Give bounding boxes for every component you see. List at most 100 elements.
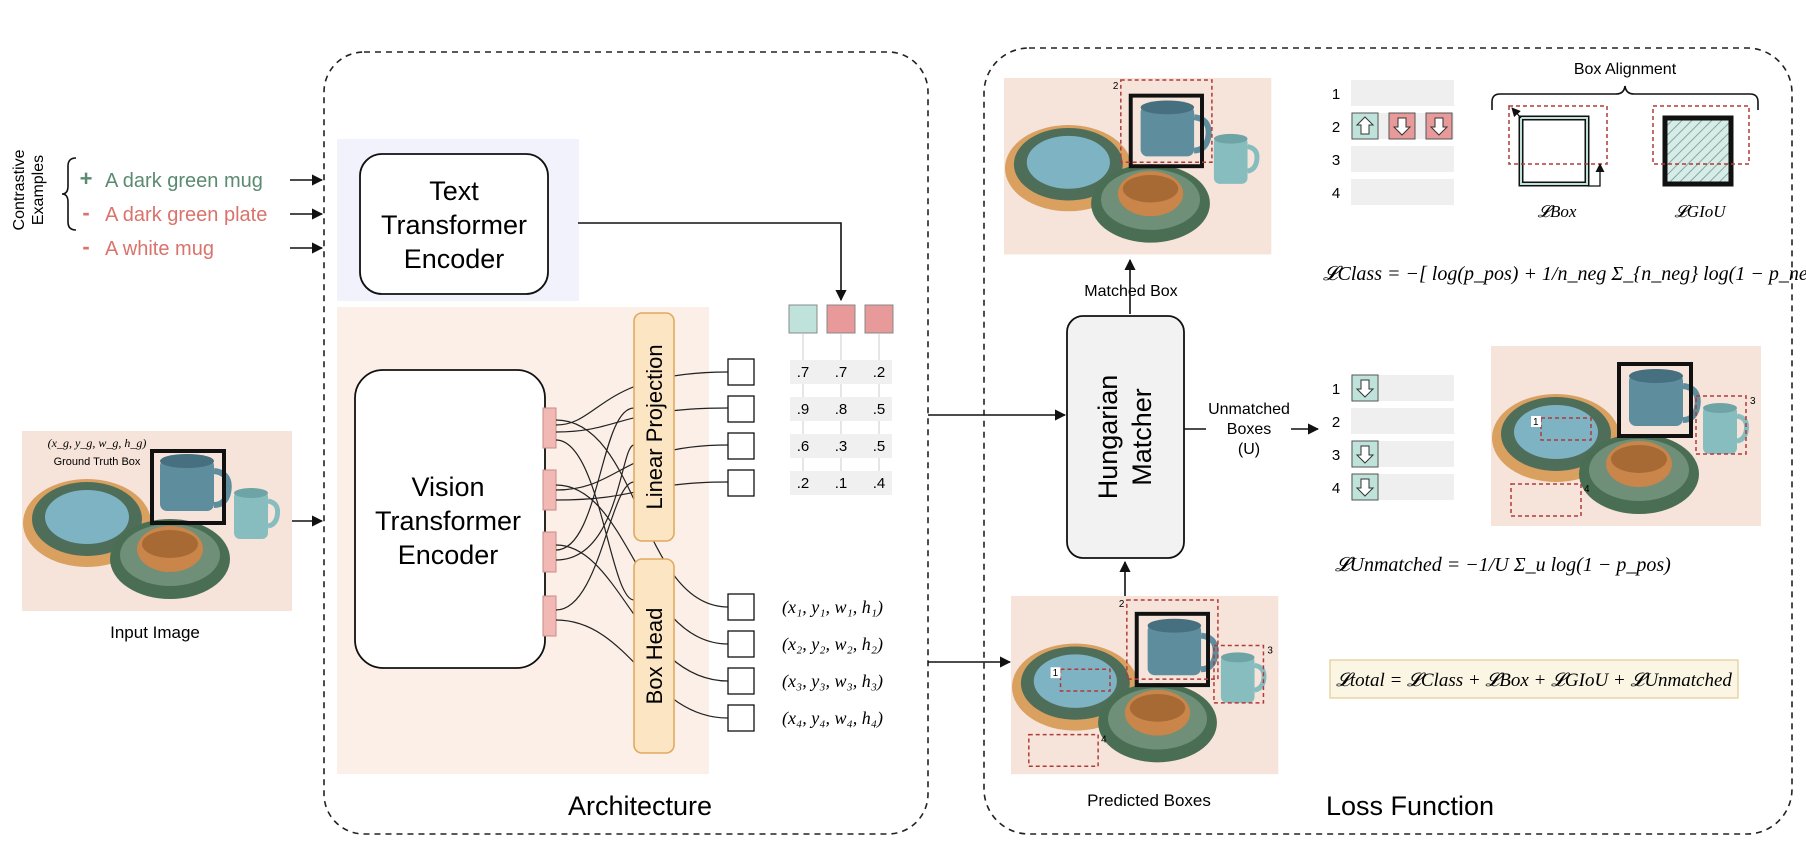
predicted-boxes-image: 1 2 3 4 xyxy=(1011,596,1278,774)
score-row-background xyxy=(790,360,892,384)
ground-truth-box xyxy=(150,449,226,525)
score-value: .2 xyxy=(797,475,810,492)
hungarian-matcher xyxy=(1066,315,1185,559)
box-embedding-cell xyxy=(727,630,755,658)
l-giou-label: 𝓛GIoU xyxy=(1674,202,1727,221)
architecture-panel xyxy=(323,51,929,835)
score-value: .2 xyxy=(873,364,886,381)
score-value: .8 xyxy=(835,401,848,418)
input-image-caption: Input Image xyxy=(110,623,200,642)
score-value: .3 xyxy=(835,438,848,455)
text-encoder-line1: Text xyxy=(429,176,479,206)
text-embedding-positive xyxy=(788,304,818,334)
contrastive-sign: - xyxy=(82,200,89,225)
contrastive-label-line2: Examples xyxy=(30,155,47,225)
unmatched-row-index: 3 xyxy=(1332,447,1340,464)
box-embedding-cell xyxy=(727,667,755,695)
pred-box-num-2: 2 xyxy=(1119,599,1125,610)
box-alignment-brace xyxy=(1491,85,1759,110)
vision-token xyxy=(542,469,557,511)
score-row-background xyxy=(790,434,892,458)
box-head-block xyxy=(633,558,675,754)
down-arrow-icon xyxy=(1355,478,1375,497)
vision-token xyxy=(542,531,557,573)
vision-token xyxy=(542,407,557,449)
box-embedding-cell xyxy=(727,593,755,621)
unmatched-box-num-4: 4 xyxy=(1584,484,1590,495)
class-row-index: 4 xyxy=(1332,185,1340,202)
loss-function-panel xyxy=(983,47,1793,835)
class-score-rows: 1 2 3 4 xyxy=(1332,80,1454,205)
matcher-line1: Hungarian xyxy=(1093,375,1123,500)
class-row-bar xyxy=(1351,146,1454,172)
vision-encoder-line2: Transformer xyxy=(375,506,521,536)
pred-box-3 xyxy=(1213,644,1265,704)
contrastive-brace xyxy=(61,157,77,231)
gt-label: Ground Truth Box xyxy=(54,456,141,468)
contrastive-label-line1: Contrastive xyxy=(11,149,28,230)
score-value: .7 xyxy=(797,364,810,381)
class-row-index: 1 xyxy=(1332,86,1340,103)
score-value: .9 xyxy=(797,401,810,418)
unmatched-label-line2: Boxes xyxy=(1227,421,1271,438)
total-loss-box xyxy=(1329,659,1739,699)
unmatched-row-index: 4 xyxy=(1332,480,1340,497)
box-coordinates: (x₃, y₃, w₃, h₃) xyxy=(782,671,883,692)
down-arrow-icon xyxy=(1355,445,1375,464)
pred-box-num-1: 1 xyxy=(1053,668,1059,679)
contrastive-example-text: A dark green plate xyxy=(105,204,267,226)
pred-box-2 xyxy=(1134,611,1210,688)
box-coordinates: (x₁, y₁, w₁, h₁) xyxy=(782,597,883,618)
unmatched-label-line1: Unmatched xyxy=(1208,401,1290,418)
unmatched-row-bar xyxy=(1351,408,1454,434)
query-embedding-cell xyxy=(727,469,755,497)
predicted-boxes-caption: Predicted Boxes xyxy=(1087,791,1211,810)
box-coordinates: (x₄, y₄, w₄, h₄) xyxy=(782,708,883,729)
class-row-index: 2 xyxy=(1332,119,1340,136)
text-transformer-encoder xyxy=(359,153,549,295)
score-value: .1 xyxy=(835,475,848,492)
score-row-background xyxy=(790,397,892,421)
contrastive-examples-group: Contrastive Examples +A dark green mug-A… xyxy=(11,149,324,260)
text-encoder-line3: Encoder xyxy=(404,244,505,274)
vision-token xyxy=(542,595,557,637)
total-loss-equation: 𝓛total = 𝓛Class + 𝓛Box + 𝓛GIoU + 𝓛Unmatc… xyxy=(1336,670,1732,691)
vision-encoder-line1: Vision xyxy=(411,472,484,502)
linear-projection-block xyxy=(633,312,675,542)
box-head-label: Box Head xyxy=(642,608,667,705)
pred-box-2-dashed xyxy=(1126,599,1219,680)
class-row-index: 3 xyxy=(1332,152,1340,169)
query-embedding-cell xyxy=(727,395,755,423)
vision-tokens xyxy=(542,407,557,637)
unmatched-box-num-1: 1 xyxy=(1533,417,1539,428)
giou-loss-illustration xyxy=(1652,105,1750,187)
box-embedding-cell xyxy=(727,704,755,732)
class-row-bar xyxy=(1351,179,1454,205)
vision-encoder-line3: Encoder xyxy=(398,540,499,570)
score-row-background xyxy=(790,471,892,495)
contrastive-example-text: A dark green mug xyxy=(105,170,263,192)
query-embedding-cell xyxy=(727,432,755,460)
architecture-title: Architecture xyxy=(568,791,712,821)
unmatched-box-num-3: 3 xyxy=(1750,396,1756,407)
unmatched-label-line3: (U) xyxy=(1238,441,1260,458)
score-value: .7 xyxy=(835,364,848,381)
matched-box-image: 2 xyxy=(1004,78,1271,254)
box-loss-illustration xyxy=(1508,105,1608,187)
text-embedding-cells xyxy=(788,304,894,334)
score-value: .5 xyxy=(873,401,886,418)
matched-box-label: Matched Box xyxy=(1084,283,1177,300)
unmatched-row-index: 1 xyxy=(1332,381,1340,398)
unmatched-boxes-image: 1 3 4 xyxy=(1491,346,1761,526)
text-to-embedding-arrow xyxy=(578,222,847,302)
down-arrow-icon xyxy=(1355,379,1375,398)
vision-transformer-encoder xyxy=(354,369,546,669)
box-alignment-title: Box Alignment xyxy=(1574,61,1677,78)
input-image: (x_g, y_g, w_g, h_g) Ground Truth Box xyxy=(22,431,292,611)
linear-projection-label: Linear Projection xyxy=(642,344,667,509)
unmatched-loss-equation: 𝓛Unmatched = −1/U Σ_u log(1 − p_pos) xyxy=(1335,554,1671,576)
matcher-line2: Matcher xyxy=(1127,388,1157,486)
contrastive-sign: - xyxy=(82,234,89,259)
